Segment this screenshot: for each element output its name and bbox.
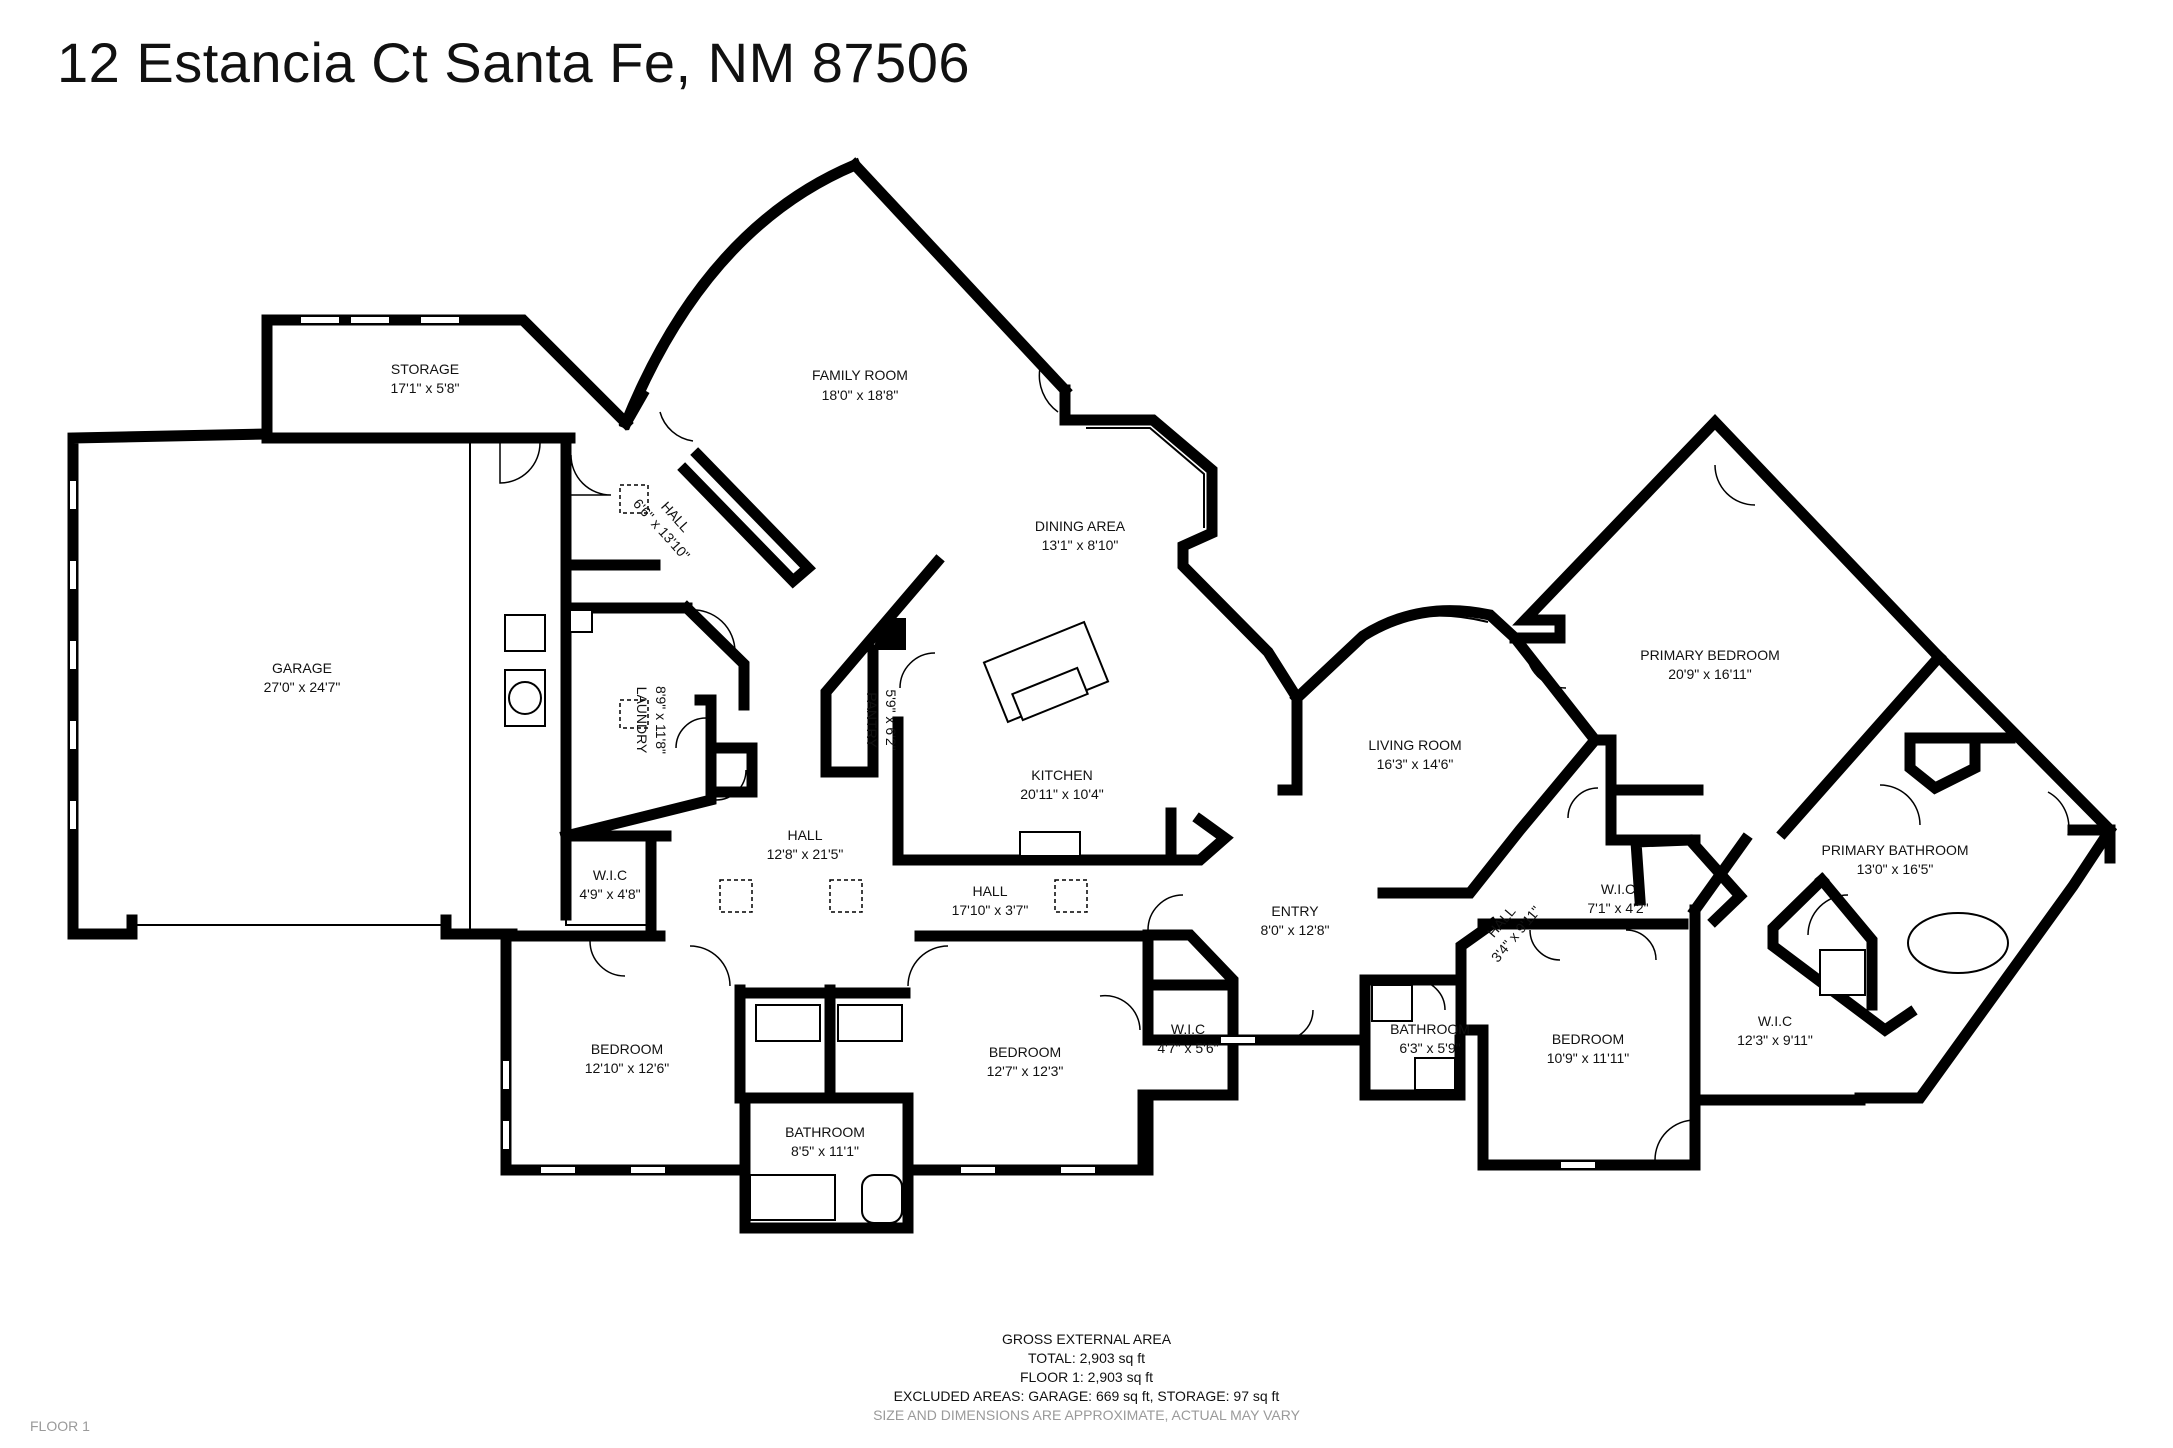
area-disclaimer: SIZE AND DIMENSIONS ARE APPROXIMATE, ACT…: [873, 1407, 1300, 1423]
room-bed2-dims: 12'7" x 12'3": [987, 1063, 1064, 1079]
area-excluded: EXCLUDED AREAS: GARAGE: 669 sq ft, STORA…: [893, 1388, 1280, 1404]
room-wic-d-name: W.I.C: [1758, 1013, 1792, 1029]
room-living-dims: 16'3" x 14'6": [1377, 756, 1454, 772]
room-wic-c-name: W.I.C: [1171, 1021, 1205, 1037]
door-swings: [499, 367, 2070, 1161]
room-bed1-dims: 12'10" x 12'6": [585, 1060, 670, 1076]
floor-label: FLOOR 1: [30, 1418, 90, 1434]
room-primary-bed-name: PRIMARY BEDROOM: [1640, 647, 1780, 663]
room-garage-dims: 27'0" x 24'7": [264, 679, 341, 695]
room-family-name: FAMILY ROOM: [812, 367, 908, 383]
room-bath-c-name: BATHROOM: [1390, 1021, 1470, 1037]
room-bed3-name: BEDROOM: [1552, 1031, 1624, 1047]
room-family-dims: 18'0" x 18'8": [822, 387, 899, 403]
room-wic-c-dims: 4'7" x 5'6": [1157, 1040, 1218, 1056]
windows: [68, 315, 1597, 1175]
room-bed3-dims: 10'9" x 11'11": [1547, 1050, 1630, 1066]
room-primary-bed-dims: 20'9" x 16'11": [1668, 666, 1752, 682]
room-bath-b-name: BATHROOM: [785, 1124, 865, 1140]
room-wic-b-dims: 7'1" x 4'2": [1587, 900, 1648, 916]
area-floor: FLOOR 1: 2,903 sq ft: [1019, 1369, 1154, 1385]
room-primary-bath-dims: 13'0" x 16'5": [1857, 861, 1934, 877]
room-kitchen-name: KITCHEN: [1031, 767, 1092, 783]
skylights: [619, 484, 1088, 913]
room-wic-b-name: W.I.C: [1601, 881, 1635, 897]
room-labels: STORAGE 17'1" x 5'8" GARAGE 27'0" x 24'7…: [264, 361, 1969, 1159]
room-dining-dims: 13'1" x 8'10": [1042, 537, 1119, 553]
area-heading: GROSS EXTERNAL AREA: [1001, 1331, 1172, 1347]
room-kitchen-dims: 20'11" x 10'4": [1020, 786, 1104, 802]
room-laundry-dims: 8'9" x 11'8": [653, 686, 669, 754]
room-entry-name: ENTRY: [1271, 903, 1319, 919]
room-hall-b-name: HALL: [787, 827, 822, 843]
room-laundry-name: LAUNDRY: [634, 687, 650, 754]
fixtures: [504, 609, 2009, 1224]
room-bath-b-dims: 8'5" x 11'1": [791, 1143, 859, 1159]
room-hall-b-dims: 12'8" x 21'5": [767, 846, 844, 862]
room-storage-dims: 17'1" x 5'8": [391, 380, 460, 396]
walls: [67, 157, 2118, 1234]
room-hall-c-dims: 17'10" x 3'7": [952, 902, 1029, 918]
room-pantry-dims: 5'9" x 6'2": [883, 689, 899, 750]
room-dining-name: DINING AREA: [1035, 518, 1126, 534]
room-hall-c-name: HALL: [972, 883, 1007, 899]
area-total: TOTAL: 2,903 sq ft: [1028, 1350, 1145, 1366]
room-pantry-name: PANTRY: [864, 692, 880, 748]
room-living-name: LIVING ROOM: [1368, 737, 1461, 753]
room-bed2-name: BEDROOM: [989, 1044, 1061, 1060]
room-bed1-name: BEDROOM: [591, 1041, 663, 1057]
room-wic-d-dims: 12'3" x 9'11": [1737, 1032, 1813, 1048]
room-storage-name: STORAGE: [391, 361, 459, 377]
room-primary-bath-name: PRIMARY BATHROOM: [1821, 842, 1968, 858]
room-wic-a-name: W.I.C: [593, 867, 627, 883]
address-title: 12 Estancia Ct Santa Fe, NM 87506: [57, 31, 970, 94]
room-bath-c-dims: 6'3" x 5'9": [1399, 1040, 1460, 1056]
room-wic-a-dims: 4'9" x 4'8": [579, 886, 640, 902]
room-entry-dims: 8'0" x 12'8": [1261, 922, 1330, 938]
room-garage-name: GARAGE: [272, 660, 332, 676]
